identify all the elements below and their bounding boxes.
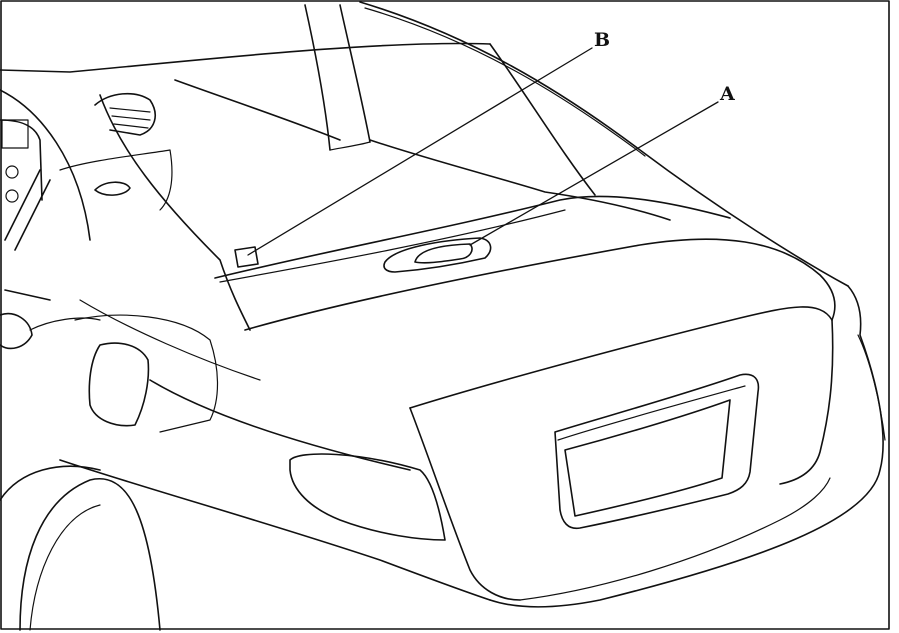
label-a: A (719, 83, 735, 105)
steering-hand (0, 313, 33, 350)
parcel-shelf-edge (214, 195, 731, 279)
control-knob-1 (5, 165, 19, 179)
trunk-lid-bottom-edge (519, 477, 831, 601)
license-plate-upper-trim (557, 385, 746, 441)
interior-pillar-base (329, 141, 371, 151)
air-vent (94, 92, 156, 136)
license-plate (564, 399, 731, 517)
parcel-shelf-inner (219, 209, 566, 283)
interior-pillar-left (304, 4, 331, 151)
rear-corner-outline (489, 285, 884, 608)
rear-window-top (0, 42, 491, 73)
air-vent-slats (109, 107, 151, 129)
wheel-arch (19, 478, 161, 631)
wheel-arch-outer (0, 465, 101, 501)
right-tail-lamp-edge (857, 334, 886, 441)
license-plate-recess (554, 373, 760, 530)
trunk-lid-rear-crease (409, 306, 833, 409)
c-pillar-outline (359, 1, 849, 287)
tail-lamp (289, 453, 446, 541)
fuel-filler-door (88, 342, 150, 427)
rocker-line (59, 459, 491, 601)
rear-window-side (489, 43, 596, 196)
label-b: B (594, 29, 610, 51)
glovebox-outline (59, 149, 173, 211)
instrument-panel-edge (0, 119, 43, 201)
rear-window-sill-right (369, 139, 671, 221)
release-handle-recess (383, 237, 492, 273)
tire-edge (29, 504, 101, 631)
steering-spokes (4, 169, 51, 301)
instrument-cluster (1, 119, 29, 149)
door-armrest (29, 317, 101, 331)
callout-line-b (247, 47, 593, 256)
quarter-panel-line (149, 379, 411, 471)
c-pillar-inner-line (364, 7, 646, 157)
callout-line-a (469, 101, 719, 246)
door-pillar-line (99, 94, 251, 331)
fuel-filler-recess (74, 314, 219, 433)
rear-window-sill-left (174, 79, 341, 141)
dashboard-edge (0, 89, 91, 241)
trunk-lid-top-edge (244, 238, 836, 331)
shoulder-line (79, 299, 261, 381)
glovebox-handle (94, 181, 131, 196)
control-knob-2 (5, 189, 19, 203)
interior-pillar-right (339, 4, 371, 143)
trunk-lid-left-edge (409, 407, 521, 601)
trunk-lid-right-edge (779, 319, 834, 485)
release-handle (414, 243, 473, 264)
component-b-box (234, 246, 259, 268)
